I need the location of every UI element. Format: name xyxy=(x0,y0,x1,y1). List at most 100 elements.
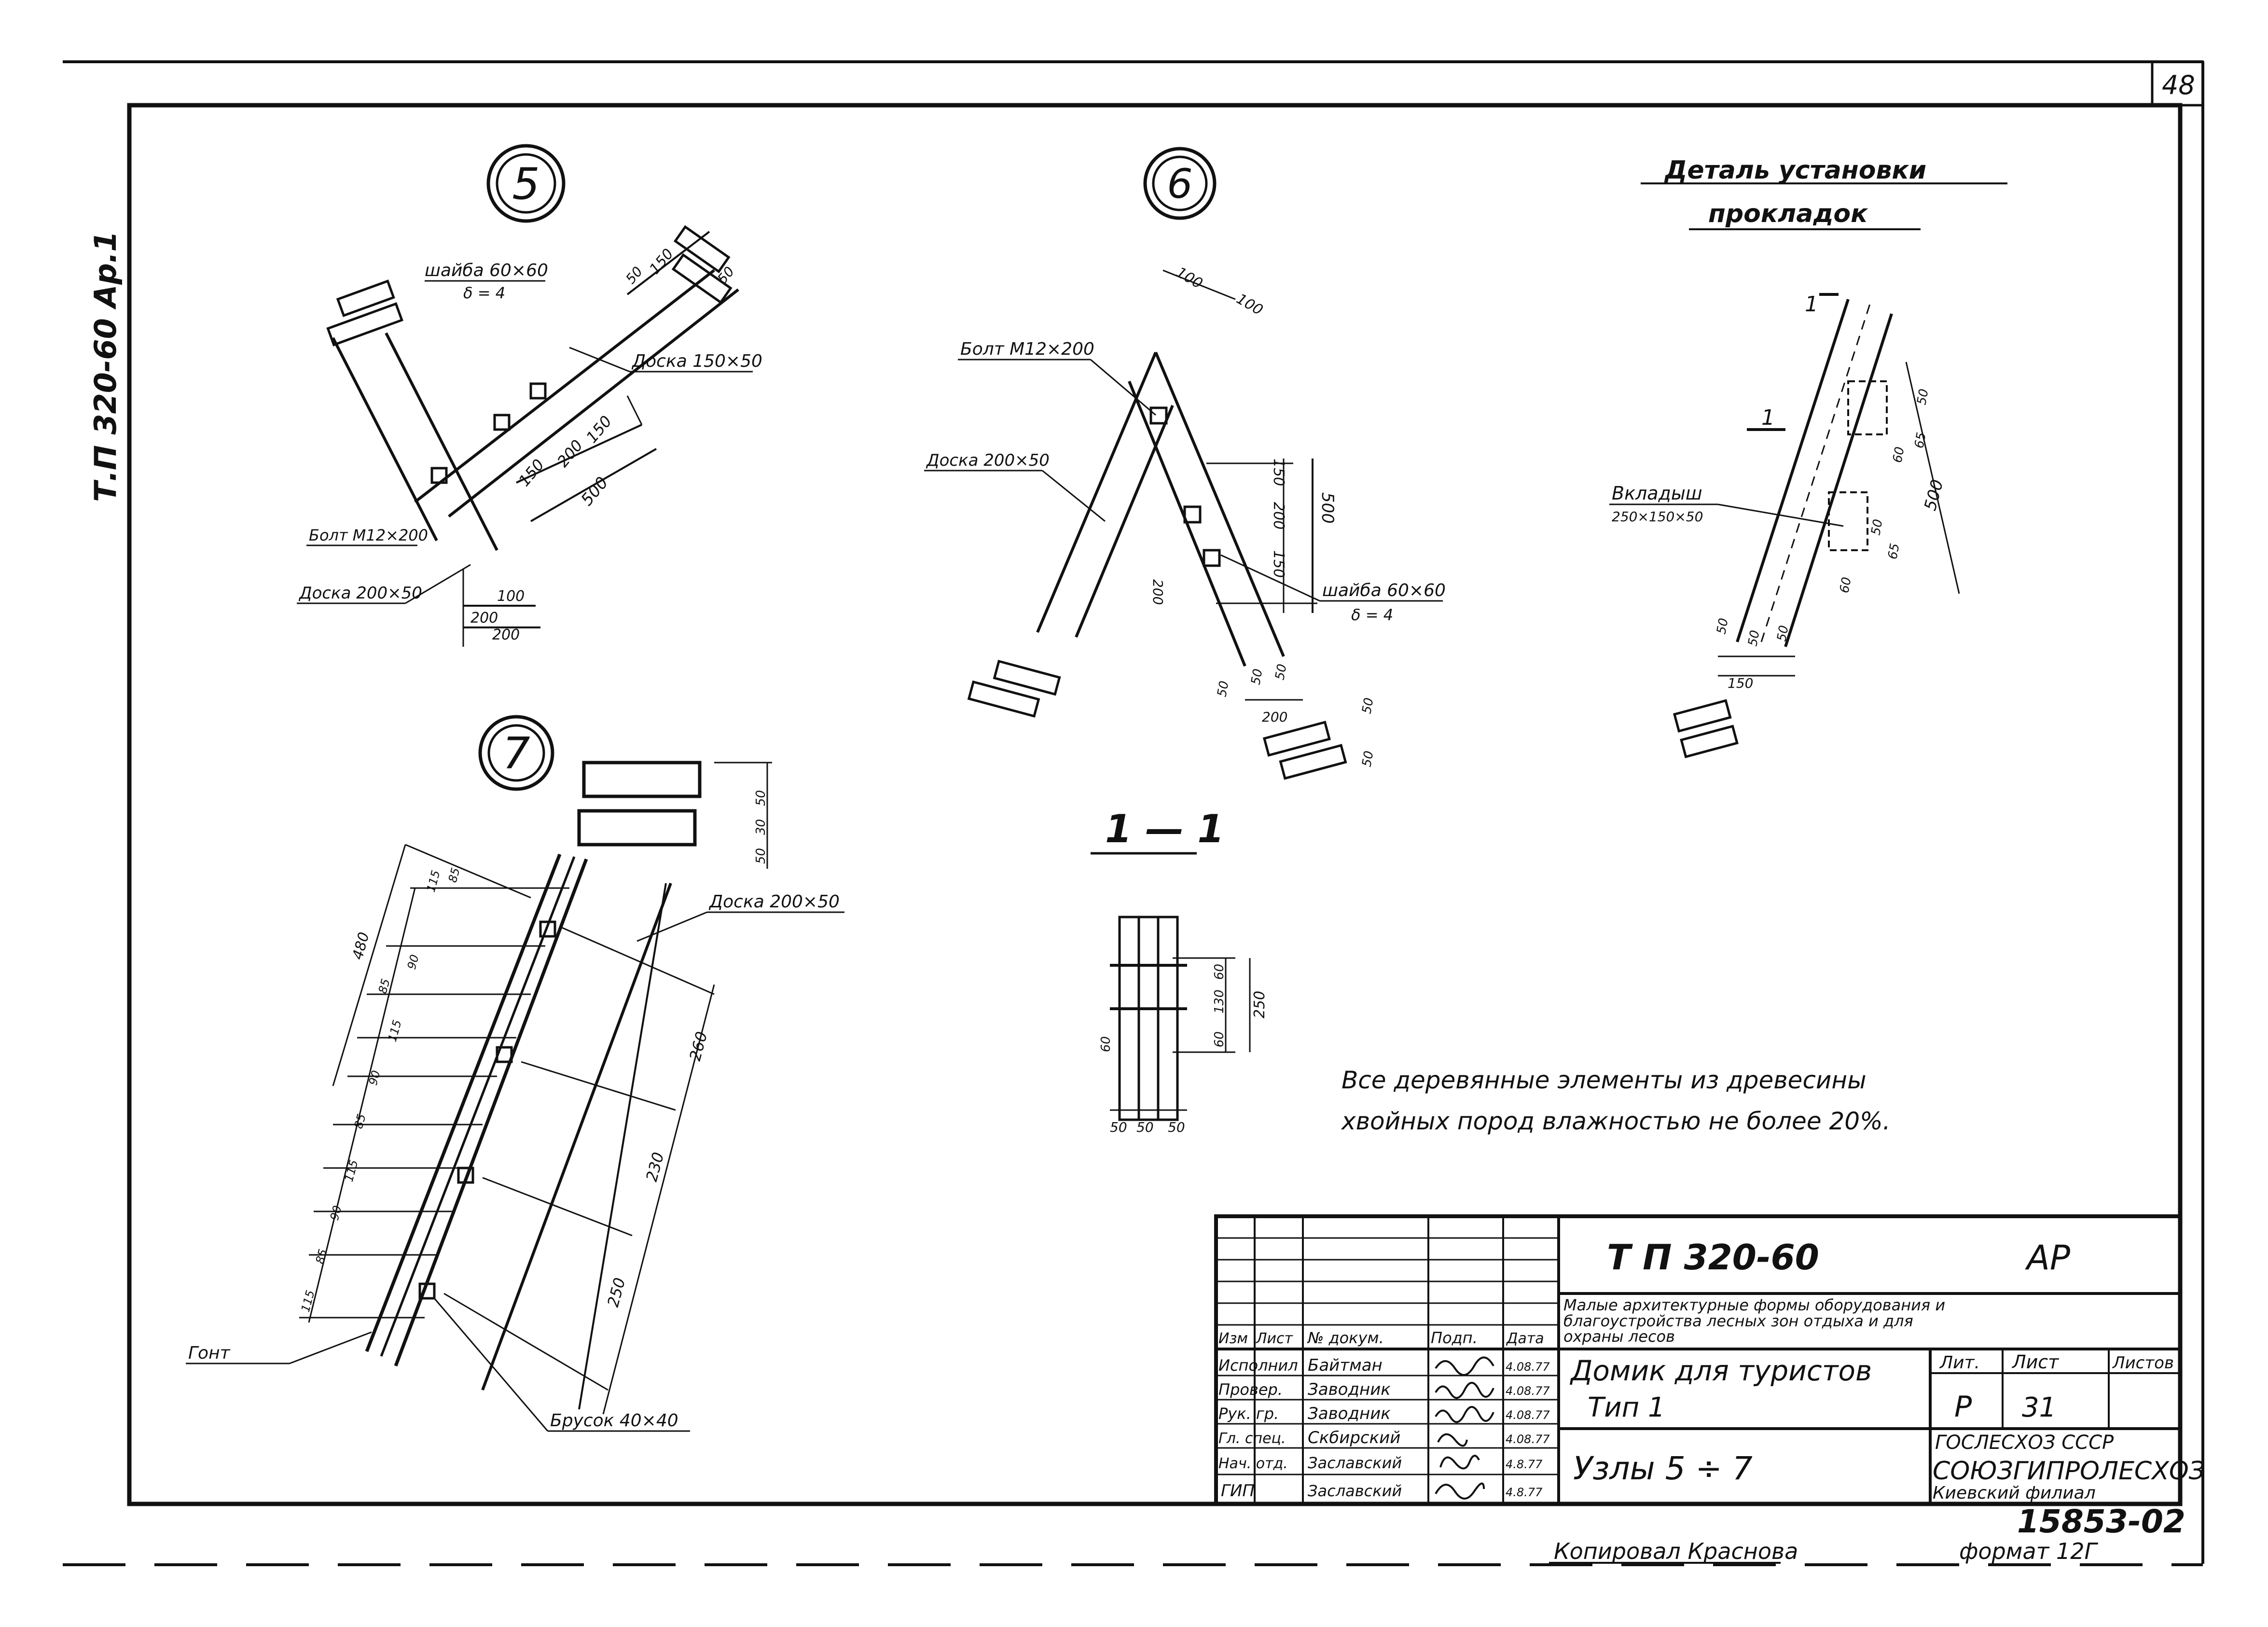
section-dim-3: 60 xyxy=(1212,1031,1227,1047)
tb-org-3: Киевский филиал xyxy=(1933,1483,2096,1503)
node-7-dim-11: 115 xyxy=(299,1289,318,1313)
section-dim-5: 60 xyxy=(1099,1036,1113,1052)
node-5-dim-8: 150 xyxy=(646,246,677,278)
node-7-dim-10: 90 xyxy=(328,1204,345,1222)
node-5-dim-7: 200 xyxy=(492,626,520,643)
node-7-dim-13: 260 xyxy=(686,1029,711,1063)
note-line-1: Все деревянные элементы из древесины xyxy=(1341,1066,1867,1094)
tb-project-l1: Малые архитектурные формы оборудования и xyxy=(1563,1296,1945,1314)
tb-name-1: Байтман xyxy=(1308,1356,1383,1375)
general-note: Все деревянные элементы из древесины хво… xyxy=(1341,1066,1891,1135)
tb-sheet-label: Лист xyxy=(2011,1351,2060,1373)
tb-name-3: Заводник xyxy=(1308,1404,1391,1423)
detail-dim-7: 60 xyxy=(1837,576,1854,594)
tb-org-2: СОЮЗГИПРОЛЕСХОЗ xyxy=(1933,1457,2205,1486)
detail-section-mark-2: 1 xyxy=(1761,405,1775,430)
detail-dim-5: 65 xyxy=(1885,542,1902,560)
node-6-dim-10: 50 xyxy=(1272,663,1289,681)
node-7-dim-1: 480 xyxy=(349,931,373,961)
detail-dim-2: 65 xyxy=(1912,431,1929,449)
tb-role-1: Исполнил xyxy=(1218,1356,1298,1375)
node-6-bolt: Болт М12×200 xyxy=(960,339,1094,359)
node-7-board: Доска 200×50 xyxy=(708,892,840,912)
signature-5 xyxy=(1439,1455,1480,1470)
node-6-dim-3: 150 xyxy=(1270,459,1287,486)
node-6-mark: 6 xyxy=(1167,160,1192,208)
tb-project-l3: охраны лесов xyxy=(1563,1327,1675,1346)
section-title: 1 — 1 xyxy=(1105,807,1224,851)
node-7-dim-15: 250 xyxy=(604,1276,629,1309)
signature-2 xyxy=(1435,1382,1494,1399)
tb-code: Т П 320-60 xyxy=(1607,1237,1819,1278)
node-7-dim-12: 85 xyxy=(313,1248,330,1265)
detail-insert: Вкладыш xyxy=(1612,483,1702,504)
node-6-board: Доска 200×50 xyxy=(926,451,1050,470)
page-number: 48 xyxy=(2162,70,2195,100)
section-dim-2: 130 xyxy=(1212,989,1227,1014)
detail-dim-6: 50 xyxy=(1868,518,1885,536)
tb-role-5: Нач. отд. xyxy=(1218,1455,1288,1472)
sheet-frame: 48 Копировал Краснова формат 12Г 15853-0… xyxy=(63,60,2204,1566)
node-5-washer: шайба 60×60 xyxy=(425,261,548,280)
detail-section-mark-1: 1 xyxy=(1805,292,1818,317)
node-7-dim-9: 85 xyxy=(352,1112,369,1130)
section-dim-1: 60 xyxy=(1212,964,1227,980)
tb-role-6: ГИП xyxy=(1221,1481,1255,1501)
section-1-1: 1 — 1 60 130 60 250 60 50 50 50 xyxy=(1091,807,1268,1135)
tb-sheet-value: 31 xyxy=(2022,1392,2056,1423)
tb-col-izm: Изм xyxy=(1218,1330,1248,1347)
node-5-board-top: Доска 150×50 xyxy=(631,351,762,371)
tb-stage-code: АР xyxy=(2025,1238,2071,1278)
detail-dim-9: 50 xyxy=(1714,617,1731,635)
node-5-washer-t: δ = 4 xyxy=(463,284,505,302)
tb-project-l2: благоустройства лесных зон отдыха и для xyxy=(1563,1312,1913,1330)
signature-3 xyxy=(1435,1406,1494,1423)
detail-dim-11: 50 xyxy=(1774,624,1791,642)
node-7-dim-2: 115 xyxy=(424,869,443,893)
node-6-dim-7: 200 xyxy=(1150,579,1166,605)
node-6-washer-t: δ = 4 xyxy=(1351,606,1393,624)
signature-4 xyxy=(1437,1433,1468,1447)
tb-date-3: 4.08.77 xyxy=(1506,1408,1550,1422)
tb-name-2: Заводник xyxy=(1308,1380,1391,1399)
node-5-dim-3: 150 xyxy=(582,412,615,446)
tb-date-5: 4.8.77 xyxy=(1506,1458,1543,1471)
node-6-dim-13: 50 xyxy=(1359,750,1376,768)
section-dim-7: 50 xyxy=(1136,1119,1154,1135)
node-7-dim-17: 30 xyxy=(754,819,768,835)
node-6-dim-5: 150 xyxy=(1270,550,1287,578)
node-6-dim-12: 50 xyxy=(1359,696,1376,715)
section-dim-8: 50 xyxy=(1168,1119,1185,1135)
note-line-2: хвойных пород влажностью не более 20%. xyxy=(1341,1107,1891,1135)
node-6-dim-6: 500 xyxy=(1318,492,1337,524)
archive-number: 15853-02 xyxy=(2017,1503,2185,1540)
tb-role-2: Провер. xyxy=(1218,1380,1283,1399)
tb-col-date: Дата xyxy=(1506,1330,1544,1347)
tb-date-1: 4.08.77 xyxy=(1506,1360,1550,1374)
node-7-dim-3: 85 xyxy=(446,866,463,884)
side-stamp: Т.П 320-60 Ар.1 xyxy=(88,231,123,502)
node-7-dim-4: 90 xyxy=(405,953,422,971)
node-7-dim-5: 115 xyxy=(386,1018,404,1043)
tb-name-5: Заславский xyxy=(1308,1454,1402,1472)
node-5-dim-10: 50 xyxy=(714,264,737,287)
tb-drawing-subtitle: Тип 1 xyxy=(1588,1392,1665,1423)
node-7-dim-8: 115 xyxy=(342,1158,361,1183)
detail-title-l1: Деталь установки xyxy=(1664,156,1926,185)
node-5-bolt: Болт М12×200 xyxy=(309,526,428,544)
node-5-dim-2: 200 xyxy=(553,436,586,471)
node-6-dim-8: 50 xyxy=(1215,680,1231,698)
format-label: формат 12Г xyxy=(1959,1538,2099,1564)
tb-lit-label: Лит. xyxy=(1939,1353,1980,1373)
node-7-dim-16: 50 xyxy=(754,790,768,806)
tb-role-4: Гл. спец. xyxy=(1218,1430,1286,1447)
node-7-bar: Брусок 40×40 xyxy=(550,1411,678,1431)
node-6-dim-9: 50 xyxy=(1248,667,1265,686)
node-6: 6 Болт М12×200 Доска 200×50 ш xyxy=(924,147,1446,780)
tb-name-6: Заславский xyxy=(1308,1482,1402,1500)
detail-dim-8: 150 xyxy=(1728,675,1753,691)
node-5-dim-4: 500 xyxy=(577,473,612,509)
tb-lit-value: Р xyxy=(1954,1390,1972,1424)
node-7-shingle: Гонт xyxy=(188,1343,231,1363)
